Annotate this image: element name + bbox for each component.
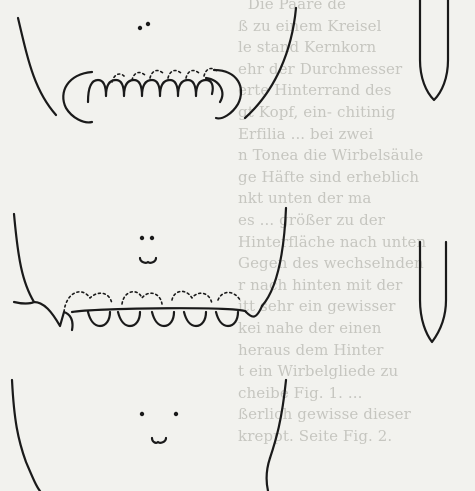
fig-upper bbox=[18, 8, 296, 122]
fig-middle bbox=[14, 208, 286, 330]
fig-lower bbox=[12, 380, 286, 491]
fig-right-top bbox=[420, 0, 448, 100]
fig-right-bottom bbox=[420, 242, 446, 342]
